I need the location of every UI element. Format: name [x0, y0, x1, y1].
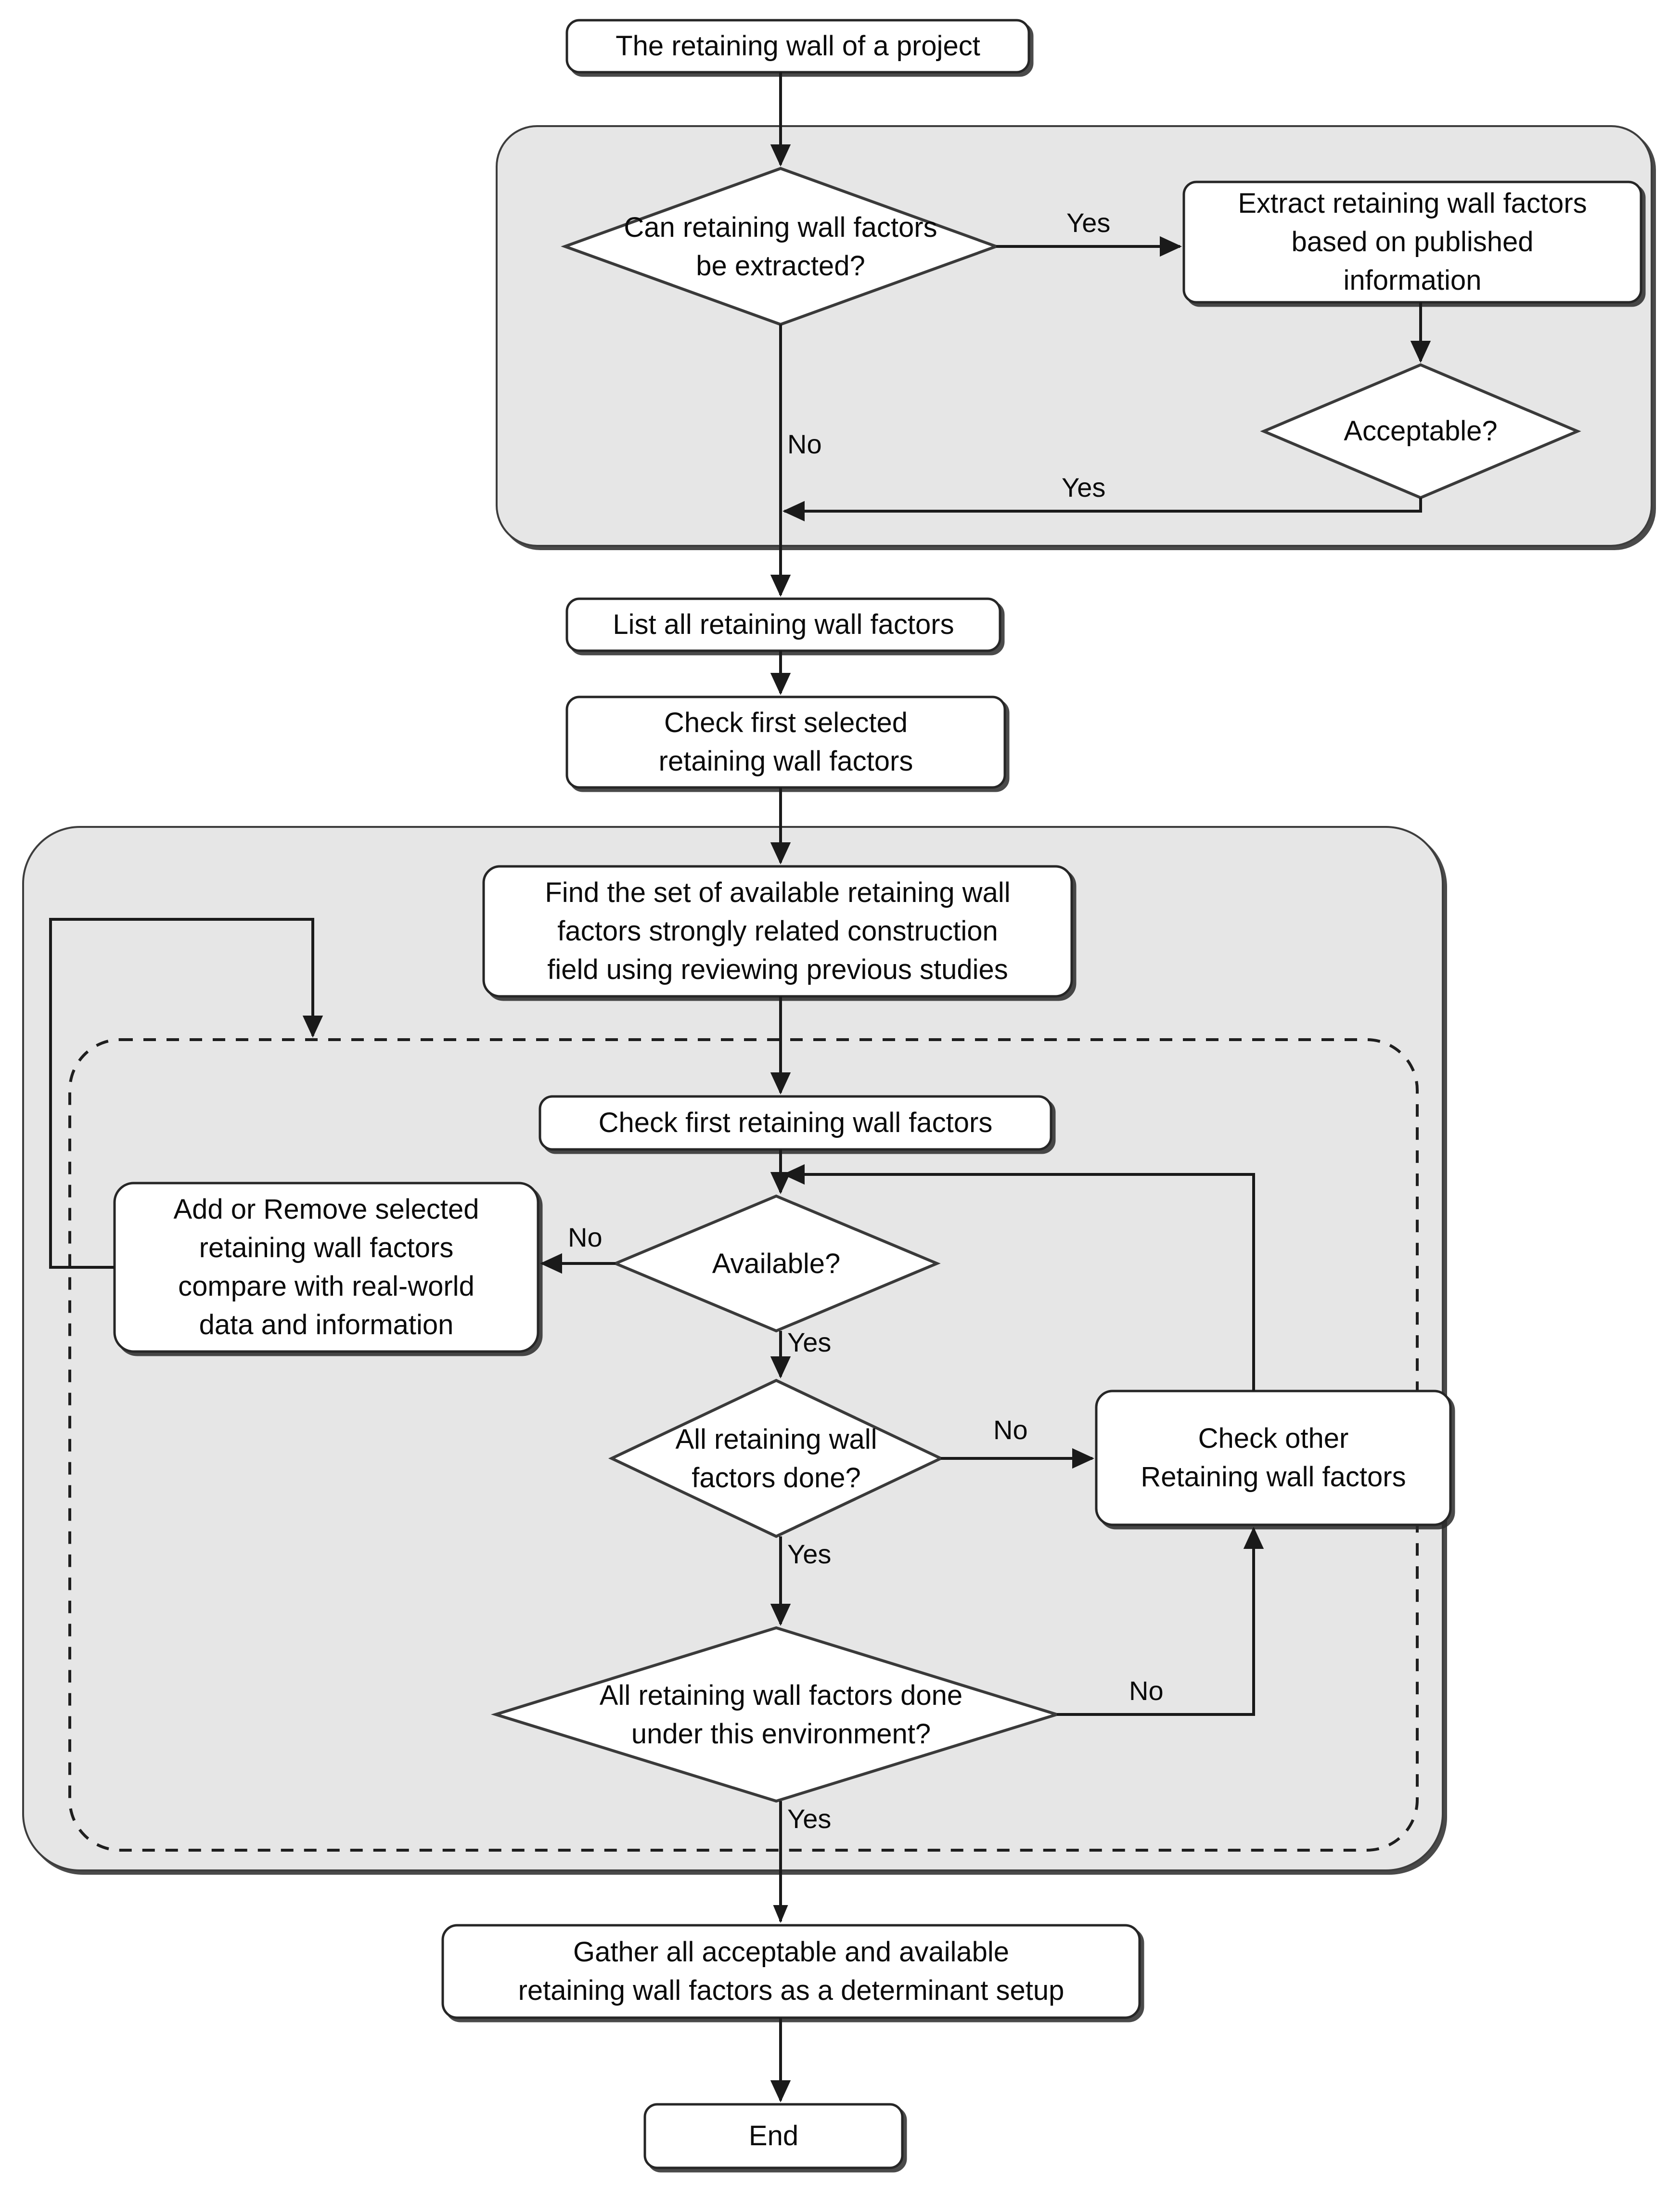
edge-acceptable-yes [782, 498, 1422, 522]
edge-label-acceptable-yes: Yes [1062, 472, 1106, 502]
edge-label-all-done-env-no: No [1129, 1675, 1164, 1706]
edge-alldoneenv-checkother [1057, 1527, 1264, 1716]
edge-addremove-loopback [49, 918, 323, 1269]
node-gather [441, 1924, 1141, 2019]
node-end [643, 2103, 904, 2169]
edge-label-can-extract-yes: Yes [1066, 207, 1111, 238]
edge-label-available-yes: Yes [787, 1327, 832, 1357]
node-all-done [608, 1378, 945, 1538]
edge-label-all-done-yes: Yes [787, 1539, 832, 1569]
group-review [22, 826, 1444, 1871]
node-find-set [482, 865, 1073, 998]
edge-label-available-no: No [568, 1222, 603, 1252]
edges [49, 72, 1431, 2102]
node-check-first-selected [565, 696, 1006, 789]
node-check-other [1095, 1390, 1452, 1526]
edge-label-all-done-env-yes: Yes [787, 1804, 832, 1834]
node-add-remove [113, 1182, 539, 1353]
node-check-first [539, 1095, 1052, 1151]
node-extract-published [1182, 180, 1642, 304]
group-iteration [68, 1038, 1419, 1852]
edge-label-can-extract-no: No [787, 429, 822, 459]
node-start [565, 19, 1030, 74]
edge-label-all-done-no: No [993, 1415, 1028, 1445]
node-list-all [565, 597, 1001, 652]
edge-checkother-available [782, 1164, 1255, 1391]
node-available [612, 1194, 941, 1333]
node-all-done-env [490, 1626, 1062, 1803]
